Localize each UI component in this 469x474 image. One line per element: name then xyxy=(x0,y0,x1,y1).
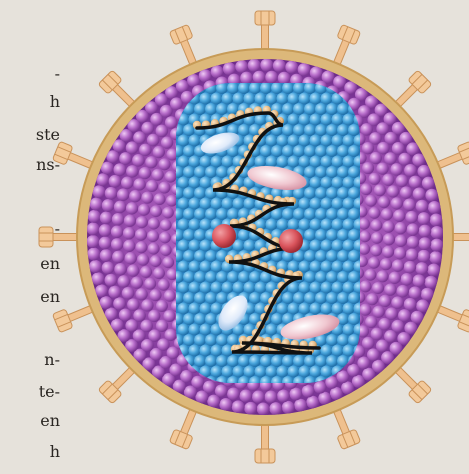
polymerase-red-particle xyxy=(212,224,236,248)
spike-icon xyxy=(255,11,275,52)
polymerase-red-particle xyxy=(279,229,303,253)
spike-icon xyxy=(255,422,275,463)
spike-icon xyxy=(39,227,80,247)
